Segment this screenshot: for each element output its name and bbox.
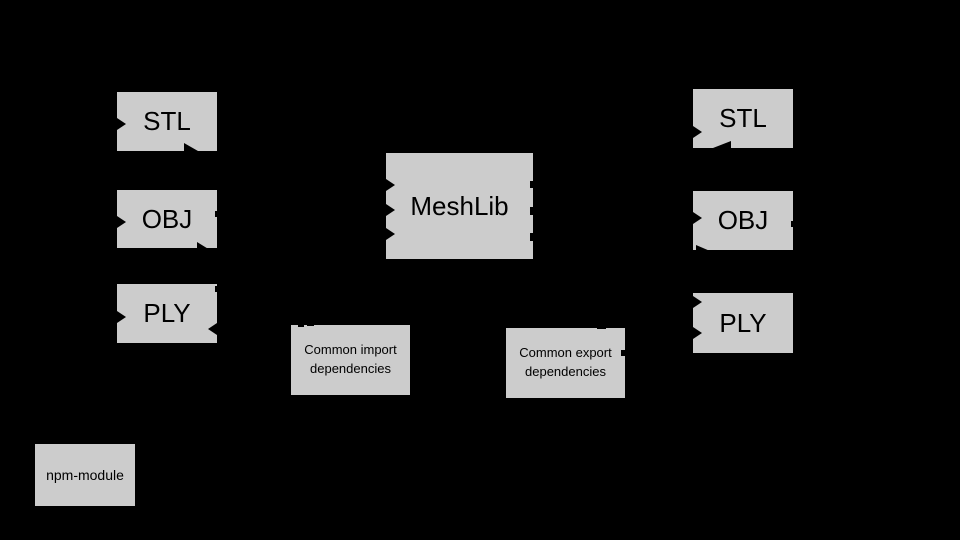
connector-stub <box>298 324 304 327</box>
node-export-ply: PLY <box>693 293 793 353</box>
connector-stub <box>621 350 625 356</box>
connector-stub <box>215 211 218 217</box>
node-common-export-dependencies: Common export dependencies <box>506 328 625 398</box>
arrowhead-icon <box>184 143 198 151</box>
arrowhead-icon <box>693 327 702 339</box>
arrowhead-icon <box>386 204 395 216</box>
node-import-stl: STL <box>117 92 217 151</box>
connector-stub <box>530 233 533 241</box>
connector-stub <box>597 326 606 329</box>
arrowhead-icon <box>197 242 210 250</box>
node-export-obj: OBJ <box>693 191 793 250</box>
node-import-obj: OBJ <box>117 190 217 248</box>
node-npm-module: npm-module <box>35 444 135 506</box>
arrowhead-icon <box>117 216 126 228</box>
connector-stub <box>307 323 314 326</box>
node-import-ply: PLY <box>117 284 217 343</box>
connector-stub <box>215 286 218 292</box>
connector-stub <box>791 221 794 227</box>
arrowhead-icon <box>693 296 702 308</box>
arrowhead-icon <box>117 311 126 323</box>
arrowhead-icon <box>696 245 710 251</box>
arrowhead-icon <box>693 212 702 224</box>
connector-stub <box>530 207 533 215</box>
node-export-stl: STL <box>693 89 793 148</box>
arrowhead-icon <box>386 179 395 191</box>
arrowhead-icon <box>713 141 731 148</box>
node-meshlib: MeshLib <box>386 153 533 259</box>
arrowhead-icon <box>386 228 395 240</box>
connector-stub <box>530 181 533 188</box>
arrowhead-icon <box>208 323 217 335</box>
arrowhead-icon <box>693 126 702 138</box>
arrowhead-icon <box>117 118 126 130</box>
node-common-import-dependencies: Common import dependencies <box>291 325 410 395</box>
